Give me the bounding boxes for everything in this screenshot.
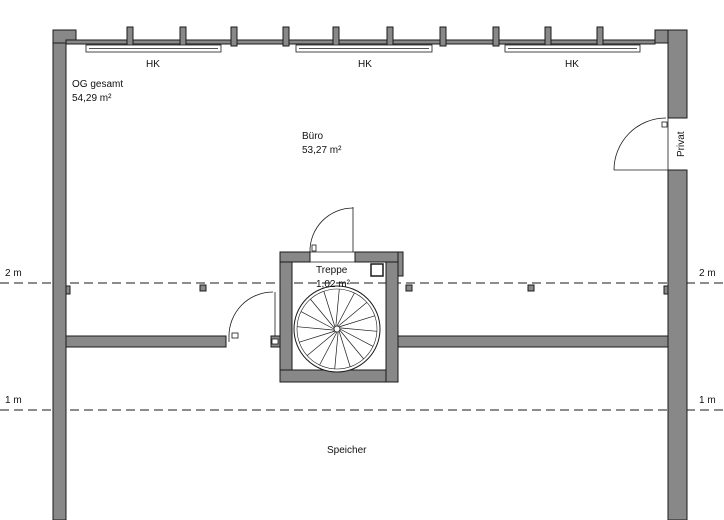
og-total-label: OG gesamt — [72, 79, 123, 90]
stair-tread — [335, 289, 340, 327]
radiators — [85, 44, 641, 53]
stair-tread — [338, 331, 351, 367]
outer-walls — [52, 29, 688, 520]
heater-label-2: HK — [358, 59, 372, 70]
stair-tread — [310, 298, 335, 329]
door-privat — [613, 117, 669, 171]
buero-label: Büro — [302, 131, 324, 142]
pillars — [65, 284, 669, 295]
stair-tread — [339, 315, 375, 328]
stair-tread — [336, 292, 355, 327]
speicher-label: Speicher — [327, 445, 367, 456]
door-stairs-top — [309, 207, 355, 263]
heater-label-1: HK — [146, 59, 160, 70]
buero-area: 53,27 m² — [302, 145, 342, 156]
treppe-label: Treppe — [316, 265, 348, 276]
height-2m-right: 2 m — [699, 268, 716, 279]
stair-tread — [300, 311, 335, 330]
treppe-area: 1,02 m² — [316, 279, 351, 290]
stair-tread — [334, 331, 339, 369]
stair-tread — [339, 327, 377, 332]
spiral-staircase — [293, 285, 381, 373]
door-stairs-left — [228, 291, 281, 345]
stair-tread — [319, 331, 338, 366]
height-1m-left: 1 m — [5, 395, 22, 406]
stair-tread — [297, 326, 335, 331]
og-total-area: 54,29 m² — [72, 93, 112, 104]
stair-tread — [299, 330, 335, 343]
height-1m-right: 1 m — [699, 395, 716, 406]
stair-tread — [306, 331, 337, 356]
window-mullions — [126, 26, 604, 47]
stair-tread — [337, 302, 368, 327]
stair-tread — [339, 329, 364, 360]
stair-tread — [323, 291, 336, 327]
stair-tread — [339, 328, 374, 347]
privat-label: Privat — [676, 131, 687, 157]
heater-label-3: HK — [565, 59, 579, 70]
height-2m-left: 2 m — [5, 268, 22, 279]
